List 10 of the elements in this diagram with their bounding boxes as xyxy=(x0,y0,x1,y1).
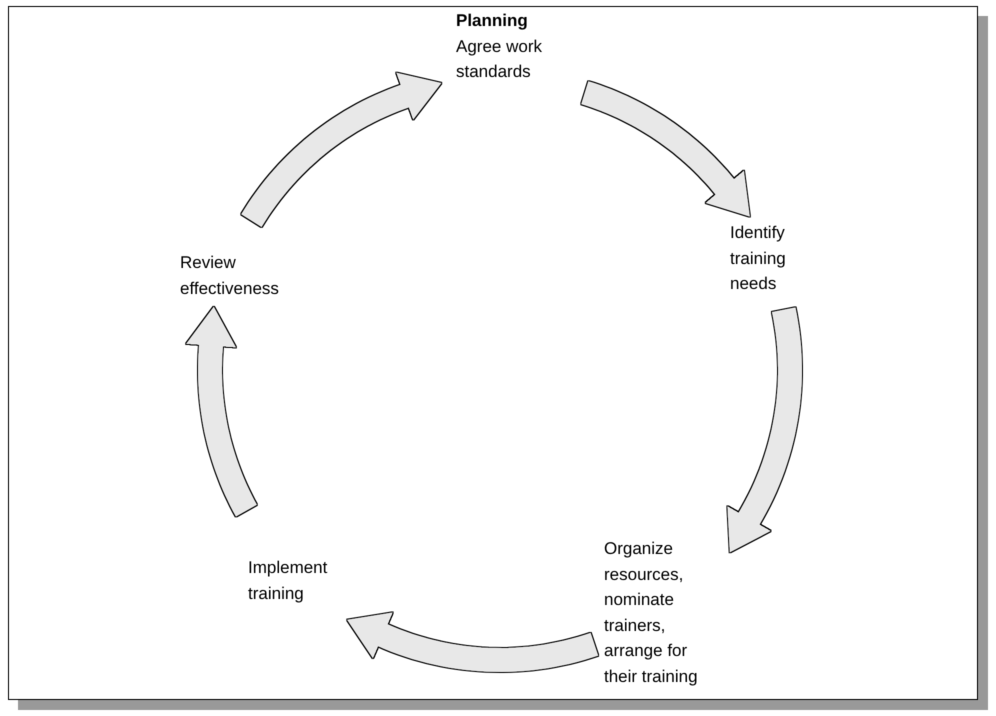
step-label: Implement training xyxy=(248,557,328,604)
step-label: Identify training needs xyxy=(730,222,787,295)
curved-block-arrow xyxy=(186,306,257,518)
step-label: Agree work standards xyxy=(456,36,543,83)
curved-block-arrow xyxy=(241,72,442,228)
step-label: Organize resources, nominate trainers, arrange for their training xyxy=(604,538,699,688)
step-label: Review effectiveness xyxy=(180,252,280,300)
step-heading: Planning xyxy=(456,10,529,32)
curved-block-arrow xyxy=(347,612,600,672)
curved-block-arrow xyxy=(727,304,802,552)
